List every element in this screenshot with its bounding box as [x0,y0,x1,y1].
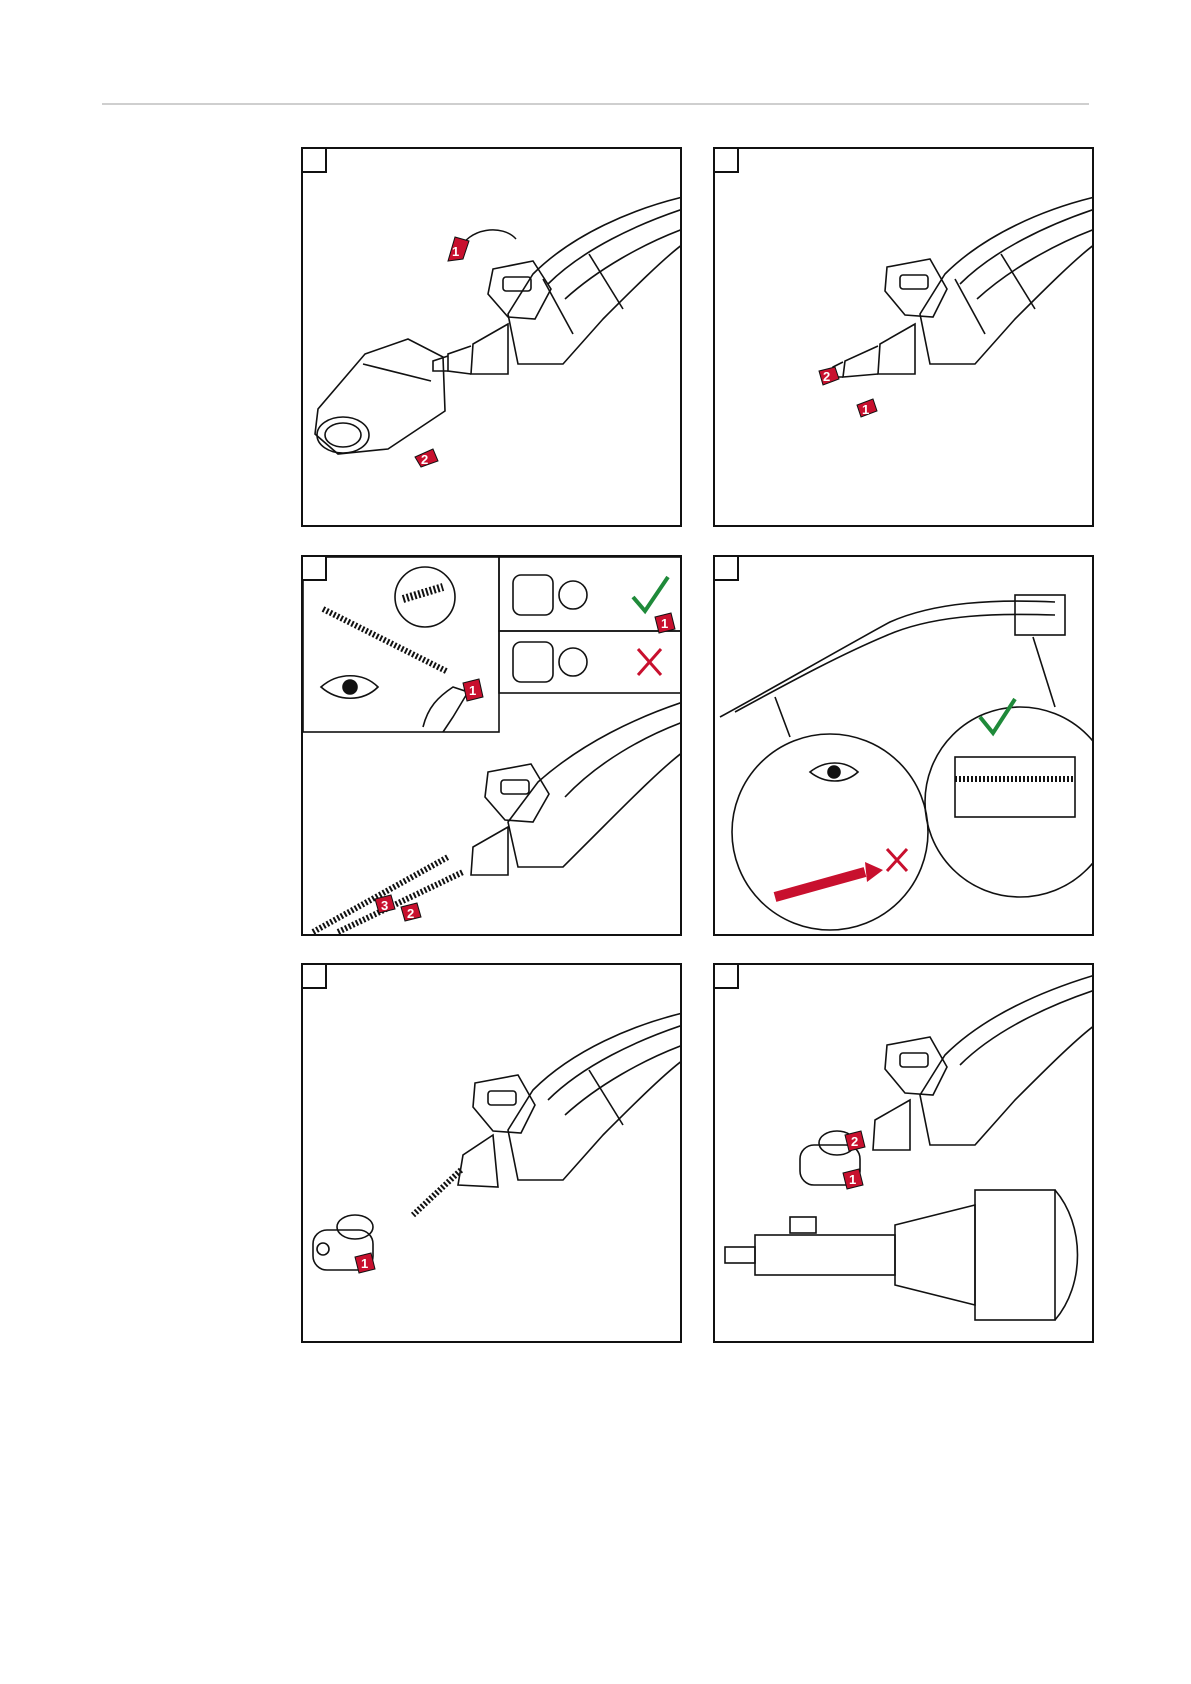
cross-icon [887,849,907,871]
liner-insertion-illustration [715,557,1094,936]
cross-icon [638,649,661,675]
figure-panel-1: 1 2 [301,147,682,527]
figure-panel-2: 2 1 [713,147,1094,527]
step-number-box [715,557,739,581]
svg-text:1: 1 [361,1256,368,1271]
torch-neck-illustration: 1 [303,965,682,1343]
svg-text:1: 1 [849,1172,856,1187]
callout-arrow-1: 1 [857,399,877,417]
step-number-box [303,965,327,989]
check-icon [633,577,668,611]
step-number-box [715,965,739,989]
svg-text:1: 1 [469,683,476,698]
callout-arrow-1: 1 [655,613,675,633]
svg-text:1: 1 [862,402,869,417]
callout-arrow-1: 1 [843,1169,863,1189]
torch-neck-illustration: 1 2 [303,149,682,527]
figure-panel-6: 2 1 [713,963,1094,1343]
svg-text:2: 2 [851,1134,858,1149]
callout-arrow-1b: 1 [463,679,483,701]
callout-arrow-2: 2 [819,367,839,385]
svg-text:1: 1 [452,244,459,259]
svg-text:2: 2 [407,906,414,921]
svg-text:1: 1 [661,616,668,631]
torch-neck-illustration: 2 1 [715,149,1094,527]
callout-arrow-1: 1 [448,237,469,261]
gauge-mount-illustration: 2 1 [715,965,1094,1343]
step-number-box [303,557,327,581]
step-number-box [303,149,327,173]
header-rule [102,103,1089,105]
liner-inspection-illustration: 1 1 3 2 [303,557,682,936]
callout-arrow-2: 2 [401,903,421,921]
callout-arrow-2: 2 [845,1131,865,1151]
callout-arrow-1: 1 [355,1253,375,1273]
step-number-box [715,149,739,173]
svg-text:2: 2 [421,452,428,467]
svg-text:3: 3 [381,898,388,913]
callout-arrow-2: 2 [415,449,438,467]
figure-panel-4 [713,555,1094,936]
figure-panel-5: 1 [301,963,682,1343]
check-icon [980,699,1015,733]
svg-text:2: 2 [823,369,830,384]
figure-panel-3: 1 1 3 2 [301,555,682,936]
